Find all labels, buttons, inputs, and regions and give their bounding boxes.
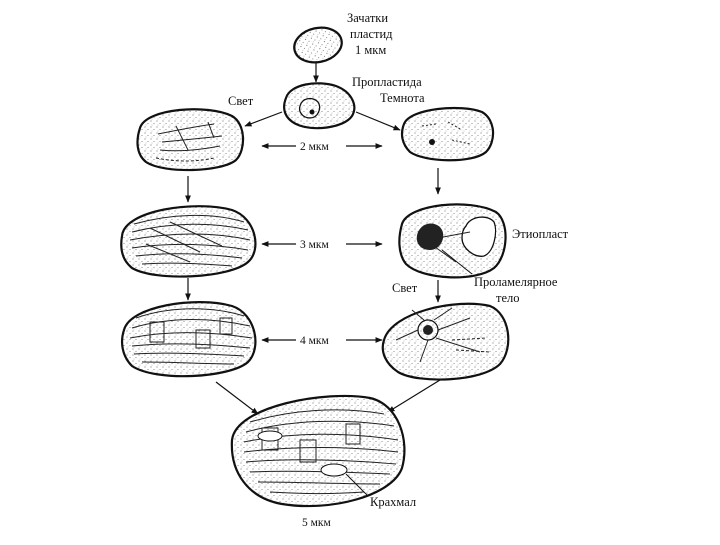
arrow-left-to-bottom [215,381,259,415]
arrow-right-to-bottom [387,379,441,413]
label-prolamellar-2: тело [496,291,520,305]
label-proplastid: Пропластида [352,75,422,89]
greening-etioplast-cell [381,302,510,381]
proplastid-initials-cell [293,26,343,64]
label-initials-2: пластид [350,27,393,41]
young-chloroplast-cell [136,108,245,172]
chloroplast-grana-cell [121,301,257,378]
label-prolamellar-1: Проламелярное [474,275,558,289]
label-initials-size: 1 мкм [355,43,386,57]
label-light-top: Свет [228,94,254,108]
chloroplast-thylakoids-cell [120,205,257,278]
size-label-3um: 3 мкм [300,239,329,251]
proplastid-cell [283,82,356,130]
young-etioplast-cell [400,106,495,162]
mature-chloroplast-cell [230,394,406,508]
label-etioplast: Этиопласт [512,227,569,241]
pointer-prolamellar [441,249,473,275]
arrow-to-young-etioplast [355,111,401,131]
size-label-5um: 5 мкм [302,517,331,529]
label-starch: Крахмал [370,495,416,509]
size-label-2um: 2 мкм [300,141,329,153]
etioplast-cell [398,203,507,279]
label-darkness: Темнота [380,91,425,105]
label-initials-1: Зачатки [347,11,388,25]
size-label-4um: 4 мкм [300,335,329,347]
label-light-right: Свет [392,281,418,295]
arrow-to-young-chloroplast [244,111,283,127]
pointer-starch [345,473,369,497]
